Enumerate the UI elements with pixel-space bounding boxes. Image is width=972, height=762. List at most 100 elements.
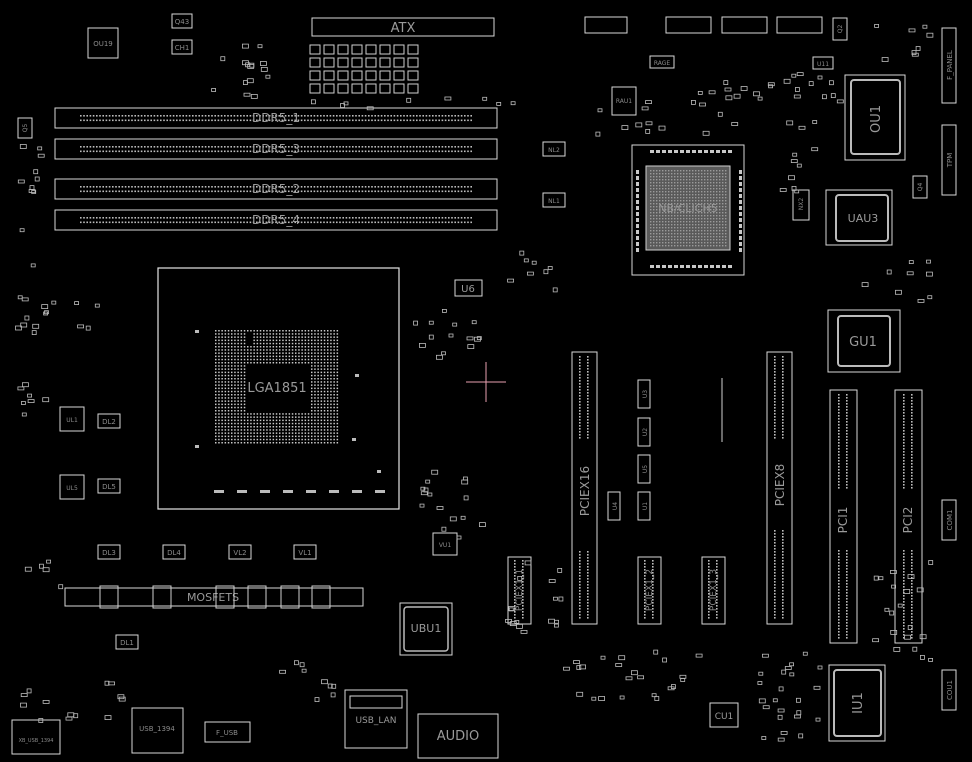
chip-uau3[interactable]: UAU3 bbox=[825, 189, 893, 246]
part-vl1: VL1 bbox=[293, 544, 317, 560]
svg-text:Q4: Q4 bbox=[917, 183, 924, 192]
header-fan-3[interactable] bbox=[721, 16, 768, 34]
chipset-nb[interactable]: NB/CLICH5 bbox=[631, 144, 745, 276]
svg-text:VL2: VL2 bbox=[233, 549, 246, 557]
audio-label: AUDIO bbox=[437, 729, 480, 744]
slot-pci1[interactable]: PCI1 bbox=[829, 389, 858, 644]
part-q5: Q5 bbox=[17, 117, 33, 139]
chip-u6-label: U6 bbox=[461, 284, 475, 295]
header-f-panel[interactable]: F_PANEL bbox=[941, 27, 957, 104]
part-ul1: UL1 bbox=[59, 406, 85, 432]
svg-text:COM1: COM1 bbox=[946, 510, 954, 531]
svg-text:Q43: Q43 bbox=[175, 18, 189, 26]
ddr-slot-1[interactable]: DDR5_1 bbox=[54, 107, 498, 129]
svg-text:DL1: DL1 bbox=[120, 639, 134, 647]
header-tpm[interactable]: TPM bbox=[941, 124, 957, 196]
svg-text:Q5: Q5 bbox=[22, 124, 29, 133]
header-audio[interactable]: AUDIO bbox=[417, 713, 499, 759]
header-cou1[interactable]: COU1 bbox=[941, 669, 957, 711]
svg-text:COU1: COU1 bbox=[946, 680, 954, 700]
slot-pciex1-3[interactable]: PCIEX1_3 bbox=[701, 556, 726, 625]
mosfets-label: MOSFETS bbox=[187, 591, 239, 604]
chip-cu1-label: CU1 bbox=[715, 712, 734, 722]
ddr-slot-4-label: DDR5_4 bbox=[252, 213, 300, 227]
slot-pciex1-1[interactable]: PCIEX1_1 bbox=[507, 556, 532, 625]
ddr-slot-2-label: DDR5_2 bbox=[252, 182, 300, 196]
svg-text:DL2: DL2 bbox=[102, 418, 116, 426]
slot-pci2-label: PCI2 bbox=[901, 507, 915, 534]
usb1394-label: USB_1394 bbox=[139, 725, 175, 733]
part-vl2: VL2 bbox=[228, 544, 252, 560]
header-fan-1[interactable] bbox=[584, 16, 628, 34]
chip-u4-label: U4 bbox=[612, 502, 619, 510]
svg-text:UL1: UL1 bbox=[66, 417, 78, 424]
slot-pci2[interactable]: PCI2 bbox=[894, 389, 923, 644]
chip-ou1-label: OU1 bbox=[869, 105, 884, 133]
ddr-slot-3-label: DDR5_3 bbox=[252, 142, 300, 156]
atx-connector[interactable]: ATX bbox=[311, 17, 495, 37]
ddr-slot-3[interactable]: DDR5_3 bbox=[54, 138, 498, 160]
atx-label: ATX bbox=[391, 21, 416, 36]
slot-pciex1-3-label: PCIEX1_3 bbox=[709, 569, 719, 611]
chip-iu1[interactable]: IU1 bbox=[828, 664, 886, 742]
ddr-slot-1-label: DDR5_1 bbox=[252, 111, 300, 125]
part-dl5: DL5 bbox=[97, 478, 121, 494]
atx-pin-block bbox=[309, 44, 419, 94]
header-usb1394[interactable]: USB_1394 bbox=[131, 707, 184, 754]
chip-u5-label: U5 bbox=[642, 465, 649, 473]
svg-text:RAU1: RAU1 bbox=[616, 98, 632, 105]
chipset-grid bbox=[650, 170, 727, 247]
slot-pciex1-1-label: PCIEX1_1 bbox=[515, 569, 525, 611]
part-dl3: DL3 bbox=[97, 544, 121, 560]
part-nl2: NL2 bbox=[542, 141, 566, 157]
chip-u2[interactable]: U2 bbox=[637, 417, 651, 447]
chip-u5[interactable]: U5 bbox=[637, 454, 651, 484]
header-usb-lan[interactable]: USB_LAN bbox=[344, 689, 408, 749]
slot-pciex16[interactable]: PCIEX16 bbox=[571, 351, 598, 625]
chip-iu1-label: IU1 bbox=[851, 692, 866, 714]
chip-uau3-label: UAU3 bbox=[848, 212, 879, 225]
chipset-pads bbox=[636, 150, 742, 268]
chip-u4[interactable]: U4 bbox=[607, 491, 621, 521]
ddr-slot-4[interactable]: DDR5_4 bbox=[54, 209, 498, 231]
chip-ou19[interactable]: OU19 bbox=[87, 27, 119, 59]
chip-gu1-label: GU1 bbox=[849, 335, 877, 350]
cpu-socket-label: LGA1851 bbox=[247, 381, 306, 396]
chip-u2-label: U2 bbox=[642, 428, 649, 436]
part-ch1: CH1 bbox=[171, 39, 193, 55]
chip-ou19-label: OU19 bbox=[93, 40, 113, 48]
chip-gu1[interactable]: GU1 bbox=[827, 309, 901, 373]
cpu-socket-pin-grid bbox=[215, 330, 339, 444]
svg-text:F_PANEL: F_PANEL bbox=[946, 50, 954, 80]
slot-pciex8[interactable]: PCIEX8 bbox=[766, 351, 793, 625]
part-ul5: UL5 bbox=[59, 474, 85, 500]
header-xb-usb[interactable]: XB_USB_1394 bbox=[11, 719, 61, 755]
chip-u1-label: U1 bbox=[642, 502, 649, 510]
part-dl1: DL1 bbox=[115, 634, 139, 650]
svg-text:DL3: DL3 bbox=[102, 549, 116, 557]
slot-pciex1-2-label: PCIEX1_2 bbox=[645, 569, 655, 611]
chip-u3[interactable]: U3 bbox=[637, 379, 651, 409]
header-fan-2[interactable] bbox=[665, 16, 712, 34]
cpu-socket[interactable]: LGA1851 bbox=[157, 267, 400, 510]
part-q2: Q2 bbox=[832, 17, 848, 41]
part-q4: Q4 bbox=[912, 175, 928, 199]
cpu-socket-pads bbox=[195, 330, 385, 493]
header-f-usb[interactable]: F_USB bbox=[204, 721, 251, 743]
header-fan-4[interactable] bbox=[776, 16, 823, 34]
chip-cu1[interactable]: CU1 bbox=[709, 702, 739, 728]
slot-pciex1-2[interactable]: PCIEX1_2 bbox=[637, 556, 662, 625]
slot-pciex16-label: PCIEX16 bbox=[578, 466, 592, 516]
ddr-slot-2[interactable]: DDR5_2 bbox=[54, 178, 498, 200]
header-com1[interactable]: COM1 bbox=[941, 499, 957, 541]
chip-ubu1[interactable]: UBU1 bbox=[399, 602, 453, 656]
part-q43: Q43 bbox=[171, 13, 193, 29]
svg-text:UL5: UL5 bbox=[66, 485, 78, 492]
chip-u1[interactable]: U1 bbox=[637, 491, 651, 521]
svg-text:VU1: VU1 bbox=[439, 542, 451, 549]
chip-ou1[interactable]: OU1 bbox=[844, 74, 906, 161]
chip-u6[interactable]: U6 bbox=[454, 279, 483, 297]
svg-text:U11: U11 bbox=[817, 61, 829, 68]
chipset-label: NB/CLICH5 bbox=[658, 202, 718, 215]
chip-u3-label: U3 bbox=[642, 390, 649, 398]
